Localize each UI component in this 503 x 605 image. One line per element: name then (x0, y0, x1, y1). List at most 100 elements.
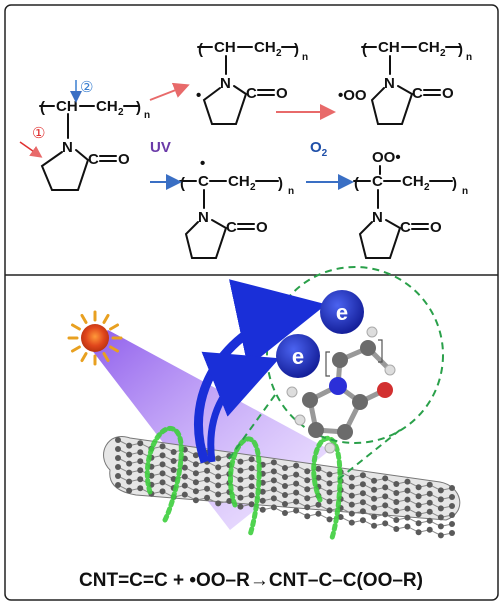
svg-text:C: C (400, 219, 411, 236)
cnt-carbon-atom (115, 446, 121, 452)
cnt-carbon-atom (326, 516, 333, 523)
cnt-carbon-atom (137, 476, 144, 483)
bracket-left: ( (40, 99, 45, 116)
svg-text:e: e (292, 344, 304, 369)
cnt-carbon-atom (382, 520, 389, 527)
cnt-carbon-atom (126, 478, 133, 485)
cnt-carbon-atom (181, 473, 188, 480)
backbone-radical-dot: • (200, 155, 205, 172)
cnt-carbon-atom (415, 493, 422, 500)
cnt-carbon-atom (449, 485, 455, 491)
cnt-carbon-atom (259, 506, 266, 513)
cnt-carbon-atom (326, 471, 333, 478)
svg-text:(: ( (362, 41, 367, 58)
svg-text:CH: CH (418, 39, 440, 56)
sun-icon (67, 310, 123, 366)
cnt-carbon-atom (304, 486, 311, 493)
svg-text:C: C (246, 85, 257, 102)
cnt-carbon-atom (449, 512, 455, 518)
cnt-carbon-atom (382, 493, 389, 500)
svg-text:O: O (256, 219, 268, 236)
label-sub2: 2 (118, 107, 124, 118)
cnt-carbon-atom (270, 468, 277, 475)
cnt-carbon-atom (404, 514, 411, 521)
ring-radical-dot: • (196, 87, 201, 104)
cnt-carbon-atom (315, 474, 322, 481)
cnt-carbon-atom (437, 505, 444, 512)
label-n: n (144, 110, 150, 121)
cnt-carbon-atom (404, 487, 411, 494)
cnt-carbon-atom (237, 503, 244, 510)
cnt-carbon-atom (415, 520, 422, 527)
cnt-carbon-atom (293, 480, 300, 487)
cnt-carbon-atom (204, 467, 211, 474)
cnt-carbon-atom (293, 498, 300, 505)
cnt-carbon-atom (304, 468, 311, 475)
cnt-carbon-atom (348, 492, 355, 499)
reaction-scheme: ( CH CH 2 ) n N C O ① ② ( CH (19, 39, 472, 259)
carbon-nanotube (103, 435, 461, 539)
sun-ray (109, 345, 120, 353)
cnt-carbon-atom (137, 458, 144, 465)
cnt-carbon-atom (126, 442, 133, 449)
cnt-carbon-atom (382, 502, 389, 509)
cnt-carbon-atom (326, 489, 333, 496)
ring-peroxy-structure: ( CH CH 2 ) n N C O •OO (338, 39, 472, 125)
cnt-carbon-atom (359, 508, 366, 515)
cnt-carbon-atom (437, 514, 444, 521)
cnt-carbon-atom (382, 511, 389, 518)
cnt-carbon-atom (237, 458, 244, 465)
marker-two: ② (80, 79, 93, 96)
svg-text:e: e (336, 300, 348, 325)
cnt-carbon-atom (248, 501, 255, 508)
reaction-equation: CNT=C=C + •OO–R→CNT–C–C(OO–R) (79, 570, 423, 591)
cnt-carbon-atom (159, 479, 166, 486)
cnt-carbon-atom (359, 499, 366, 506)
cnt-carbon-atom (315, 465, 322, 472)
cnt-carbon-atom (237, 494, 244, 501)
cnt-carbon-atom (181, 491, 188, 498)
cnt-carbon-atom (426, 481, 433, 488)
cnt-carbon-atom (304, 504, 311, 511)
svg-text:): ) (294, 41, 299, 58)
cnt-carbon-atom (282, 474, 288, 480)
cnt-carbon-atom (215, 491, 222, 498)
cnt-carbon-atom (415, 529, 422, 536)
cnt-carbon-atom (326, 498, 333, 505)
backbone-radical-structure: ( C • CH 2 ) n N C O (179, 155, 294, 259)
cnt-carbon-atom (404, 496, 411, 503)
cnt-carbon-atom (137, 485, 144, 492)
cnt-carbon-atom (426, 526, 433, 533)
bracket-right: ) (136, 99, 141, 116)
label-ch: CH (56, 98, 78, 115)
arrow-uv-to-ring-radical (149, 82, 190, 101)
cnt-carbon-atom (215, 473, 222, 480)
svg-text:n: n (462, 186, 468, 197)
cnt-carbon-atom (282, 492, 288, 498)
svg-text:2: 2 (250, 182, 256, 193)
cnt-carbon-atom (126, 460, 133, 467)
cnt-carbon-atom (192, 461, 199, 468)
cnt-carbon-atom (404, 505, 411, 512)
cnt-carbon-atom (181, 482, 188, 489)
cnt-carbon-atom (259, 497, 266, 504)
cnt-carbon-atom (248, 483, 255, 490)
cnt-carbon-atom (371, 513, 378, 520)
cnt-carbon-atom (282, 510, 288, 516)
cnt-carbon-atom (393, 526, 400, 532)
svg-text:n: n (288, 186, 294, 197)
cnt-carbon-atom (382, 475, 389, 482)
cnt-carbon-atom (115, 464, 121, 470)
cnt-carbon-atom (337, 514, 344, 520)
electron-1: e (320, 290, 364, 334)
cnt-carbon-atom (293, 507, 300, 514)
cnt-carbon-atom (237, 476, 244, 483)
svg-text:O: O (430, 219, 442, 236)
cnt-carbon-atom (371, 477, 378, 484)
sun-ray (70, 345, 81, 353)
svg-text:(: ( (354, 175, 359, 192)
cnt-carbon-atom (170, 449, 177, 455)
cnt-carbon-atom (192, 497, 199, 504)
svg-text:C: C (198, 173, 209, 190)
